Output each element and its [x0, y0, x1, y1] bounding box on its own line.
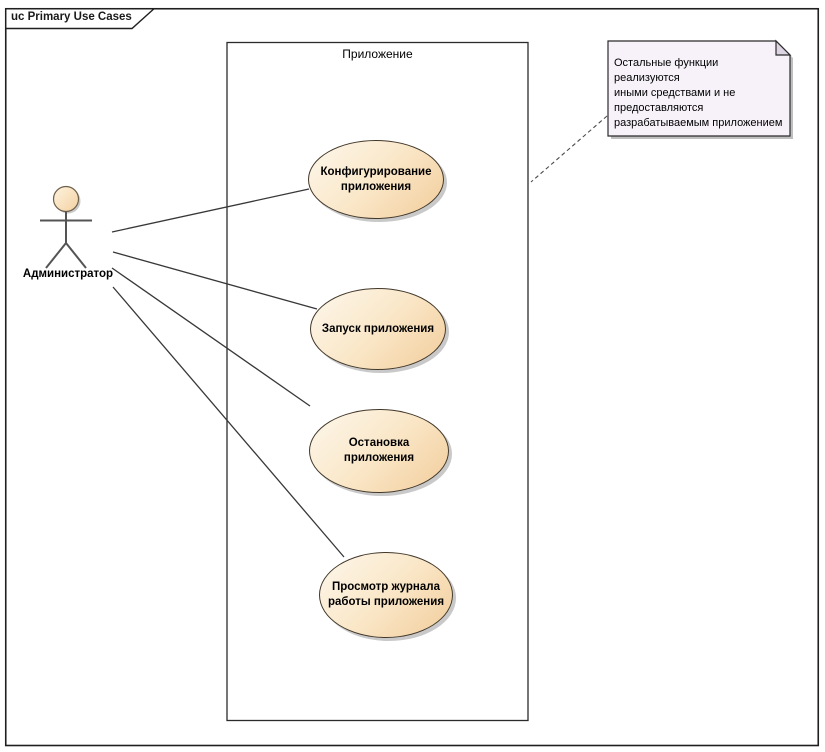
- note-shape[interactable]: [607, 39, 793, 139]
- association-line-view-log[interactable]: [112, 286, 345, 558]
- association-line-stop[interactable]: [111, 267, 311, 407]
- note-text-line: разрабатываемым приложением: [614, 117, 783, 129]
- note-link-dashed-line[interactable]: [530, 115, 608, 183]
- use-case-start-application[interactable]: Запуск приложения: [310, 288, 446, 370]
- use-case-stop-application[interactable]: Остановка приложения: [309, 409, 449, 493]
- frame-tab-shape: [5, 8, 156, 30]
- system-boundary-label: Приложение: [342, 47, 413, 61]
- use-case-configure-application[interactable]: Конфигурирование приложения: [308, 140, 444, 219]
- use-case-label: Запуск приложения: [321, 322, 435, 335]
- note-text-line: Остальные функции реализуются: [614, 57, 719, 84]
- actor-head: [52, 185, 80, 213]
- use-case-view-application-log[interactable]: Просмотр журнала работы приложения: [319, 552, 453, 638]
- use-case-label: Просмотр журнала работы приложения: [327, 581, 445, 608]
- diagram-frame-border: [4, 7, 820, 747]
- actor-figure[interactable]: [40, 185, 92, 269]
- note-text: Остальные функции реализуются иными сред…: [614, 56, 786, 131]
- association-line-configure[interactable]: [111, 188, 310, 233]
- actor-leg-right: [65, 242, 87, 269]
- use-case-label: Остановка приложения: [343, 437, 415, 464]
- frame-title: uc Primary Use Cases: [11, 11, 132, 23]
- actor-leg-left: [45, 242, 67, 269]
- actor-label: Администратор: [22, 268, 114, 280]
- note-text-line: предоставляются: [614, 102, 704, 114]
- association-line-start[interactable]: [112, 251, 318, 310]
- note-text-line: иными средствами и не: [614, 87, 736, 99]
- note-fold-corner-icon: [775, 39, 792, 56]
- note-body: [607, 40, 791, 137]
- use-case-label: Конфигурирование приложения: [320, 165, 432, 193]
